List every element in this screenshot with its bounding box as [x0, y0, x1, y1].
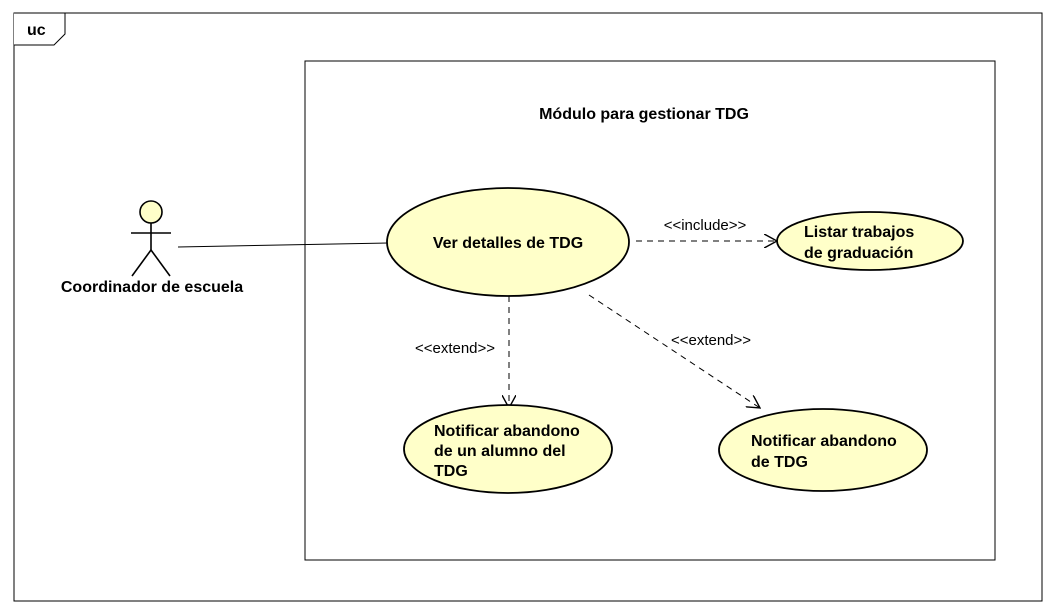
association-line — [177, 242, 389, 248]
frame-tag-pentagon — [14, 12, 66, 46]
usecase-listar-line-1: Listar trabajos — [804, 224, 914, 241]
usecase-listar-line-2: de graduación — [804, 245, 913, 262]
usecase-notificar-tdg-line-1: Notificar abandono — [751, 433, 897, 450]
include-label: <<include>> — [664, 217, 747, 234]
usecase-notificar-tdg[interactable]: Notificar abandono de TDG — [718, 408, 928, 492]
stick-figure-icon — [131, 200, 171, 277]
extend-label-left: <<extend>> — [415, 340, 495, 357]
usecase-notificar-tdg-line-2: de TDG — [751, 454, 808, 471]
usecase-ver-detalles-line: Ver detalles de TDG — [433, 235, 583, 252]
actor-name: Coordinador de escuela — [61, 279, 243, 296]
system-title: Módulo para gestionar TDG — [539, 106, 749, 123]
usecase-notificar-alumno[interactable]: Notificar abandono de un alumno del TDG — [403, 404, 613, 494]
frame-tag-label: uc — [27, 22, 46, 39]
extend-label-right: <<extend>> — [671, 332, 751, 349]
actor-coordinador: Coordinador de escuela — [61, 200, 243, 296]
usecase-notificar-alumno-line-3: TDG — [434, 463, 468, 480]
usecase-notificar-alumno-label: Notificar abandono de un alumno del TDG — [434, 423, 584, 480]
extend-arrow-right — [588, 294, 760, 408]
system-boundary: Módulo para gestionar TDG — [304, 60, 996, 561]
usecase-ver-detalles-label: Ver detalles de TDG — [433, 235, 583, 252]
usecase-notificar-alumno-line-2: de un alumno del — [434, 443, 566, 460]
usecase-notificar-tdg-label: Notificar abandono de TDG — [751, 433, 901, 471]
usecase-ver-detalles[interactable]: Ver detalles de TDG — [386, 187, 630, 297]
usecase-listar-label: Listar trabajos de graduación — [804, 224, 919, 262]
usecase-listar-trabajos[interactable]: Listar trabajos de graduación — [776, 211, 964, 271]
usecase-notificar-alumno-line-1: Notificar abandono — [434, 423, 580, 440]
